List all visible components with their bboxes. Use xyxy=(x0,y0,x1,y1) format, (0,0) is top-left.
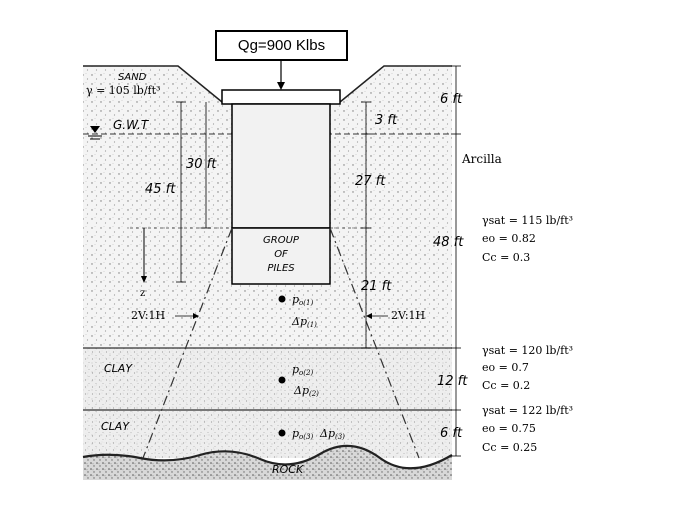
load-label-box: Qg=900 Klbs xyxy=(215,30,348,61)
layer1-e: eo = 0.82 xyxy=(482,232,536,245)
pile-group-label-3: PILES xyxy=(267,263,295,274)
layer3-e: eo = 0.75 xyxy=(482,422,536,435)
layer2-e: eo = 0.7 xyxy=(482,361,529,374)
pile-group-bottom xyxy=(231,227,331,285)
dim-30ft-label: 30 ft xyxy=(186,157,217,172)
dim-45ft-label: 45 ft xyxy=(145,182,176,197)
pile-group-label-1: GROUP xyxy=(263,235,300,246)
sand-label: SAND xyxy=(118,72,147,83)
dim-21ft-label: 21 ft xyxy=(361,279,392,294)
rock-label: ROCK xyxy=(272,463,304,476)
stress-label-3: po(3) xyxy=(292,427,313,441)
load-spread-right xyxy=(329,227,420,459)
sand-gamma-label: γ = 105 lb/ft³ xyxy=(86,84,160,97)
layer1-gamma: γsat = 115 lb/ft³ xyxy=(482,214,573,227)
slope-left-label: 2V:1H xyxy=(131,309,165,322)
stress-delta-label-3: Δp(3) xyxy=(319,427,345,441)
clay1-label: CLAY xyxy=(104,362,133,375)
pile-group-label-2: OF xyxy=(274,249,288,260)
clay2-label: CLAY xyxy=(101,420,130,433)
dim-12ft-label: 12 ft xyxy=(437,374,468,389)
stress-delta-label-2: Δp(2) xyxy=(293,384,319,398)
stress-point-2 xyxy=(278,376,286,384)
ground-surface xyxy=(83,65,452,103)
stress-delta-label-1: Δp(1) xyxy=(291,315,317,329)
load-label: Qg=900 Klbs xyxy=(237,37,326,54)
dim-3ft-label: 3 ft xyxy=(375,113,398,128)
dim-48ft-label: 48 ft xyxy=(433,235,464,250)
dim-30ft xyxy=(201,102,211,229)
dim-21ft xyxy=(361,228,371,349)
stress-point-3 xyxy=(278,429,286,437)
z-axis-label: z xyxy=(140,288,145,299)
layer2-gamma: γsat = 120 lb/ft³ xyxy=(482,344,573,357)
slope-right-label: 2V:1H xyxy=(391,309,425,322)
dim-27ft-label: 27 ft xyxy=(355,174,386,189)
layer1-c: Cc = 0.3 xyxy=(482,251,530,264)
dim-45ft xyxy=(176,101,186,283)
layer3-c: Cc = 0.25 xyxy=(482,441,537,454)
gwt-label: G.W.T xyxy=(113,118,150,132)
dim-6ft-bottom xyxy=(451,410,461,457)
dim-6ft-top-label: 6 ft xyxy=(440,92,463,107)
pile-cap xyxy=(221,89,341,105)
stress-label-1: po(1) xyxy=(292,293,313,307)
layer3-gamma: γsat = 122 lb/ft³ xyxy=(482,404,573,417)
dim-6ft-bottom-label: 6 ft xyxy=(440,426,463,441)
layer2-c: Cc = 0.2 xyxy=(482,379,530,392)
load-spread-left xyxy=(142,227,233,459)
gwt-icon xyxy=(88,126,102,140)
arcilla-label: Arcilla xyxy=(461,152,502,166)
stress-label-2: po(2) xyxy=(292,363,313,377)
stress-point-1 xyxy=(278,295,286,303)
pile-group xyxy=(231,103,331,229)
